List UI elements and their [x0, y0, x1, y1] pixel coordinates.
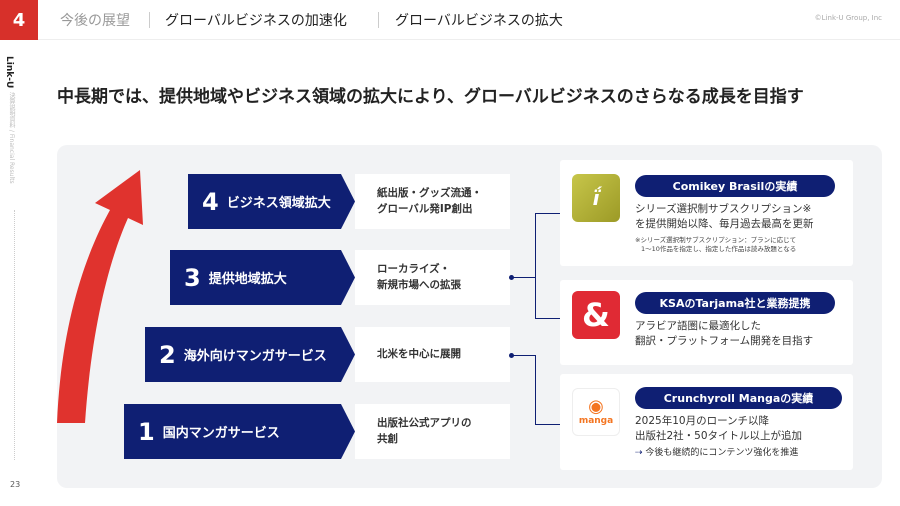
- desc-line: 共創: [377, 432, 398, 445]
- divider: [149, 12, 150, 28]
- breadcrumb-3: グローバルビジネスの拡大: [395, 13, 563, 29]
- note-line: 1〜10作品を指定し、指定した作品は読み放題となる: [641, 245, 797, 254]
- connector-dot: [509, 275, 514, 280]
- step-1-block: 1 国内マンガサービス: [124, 404, 355, 459]
- connector-line: [535, 424, 560, 425]
- card-title: Comikey Brasilの実績: [635, 175, 835, 197]
- brand-logo: Link-U: [4, 56, 14, 89]
- text-line: アラビア語圏に最適化した: [635, 320, 761, 332]
- comikey-logo-icon: ḯ: [572, 174, 620, 222]
- arrow-right-icon: ⇢: [635, 448, 646, 458]
- desc-line: ローカライズ・: [377, 262, 451, 275]
- text-line: 今後も継続的にコンテンツ強化を推進: [645, 448, 799, 458]
- step-label: 提供地域拡大: [208, 272, 287, 287]
- text-line: を提供開始以降、毎月過去最高を更新: [635, 218, 814, 231]
- divider: [378, 12, 379, 28]
- connector-line: [535, 213, 560, 214]
- doc-subtitle: 決算説明資料 / Financial Results: [8, 92, 15, 184]
- connector-line: [512, 277, 535, 278]
- desc-line: 出版社公式アプリの: [377, 416, 472, 429]
- crunchyroll-logo-icon: ◉manga: [572, 388, 620, 436]
- connector-line: [535, 213, 536, 319]
- step-3-block: 3 提供地域拡大: [170, 250, 355, 305]
- card-ksa-tarjama: & KSAのTarjama社と業務提携 アラビア語圏に最適化した翻訳・プラットフ…: [560, 280, 853, 365]
- dotted-divider: [14, 210, 15, 460]
- step-2-desc: 北米を中心に展開: [355, 327, 510, 382]
- text-line: シリーズ選択制サブスクリプション※: [635, 203, 812, 215]
- text-line: 翻訳・プラットフォーム開発を目指す: [635, 335, 814, 348]
- step-label: 国内マンガサービス: [162, 426, 280, 441]
- step-number: 1: [138, 417, 155, 446]
- connector-dot: [509, 353, 514, 358]
- growth-arrow-icon: [57, 170, 143, 423]
- section-number: 4: [0, 0, 38, 40]
- page-number: 23: [10, 480, 21, 489]
- step-label: 海外向けマンガサービス: [183, 349, 327, 364]
- card-title: Crunchyroll Mangaの実績: [635, 387, 842, 409]
- connector-line: [512, 355, 535, 356]
- step-number: 2: [159, 340, 176, 369]
- note-line: ※シリーズ選択制サブスクリプション：プランに応じて: [635, 236, 797, 244]
- breadcrumb-2: グローバルビジネスの加速化: [165, 13, 347, 29]
- desc-line: 紙出版・グッズ流通・: [377, 186, 482, 199]
- tarjama-logo-icon: &: [572, 291, 620, 339]
- step-2-block: 2 海外向けマンガサービス: [145, 327, 355, 382]
- card-text: アラビア語圏に最適化した翻訳・プラットフォーム開発を目指す: [635, 319, 813, 349]
- card-text: シリーズ選択制サブスクリプション※ を提供開始以降、毎月過去最高を更新: [635, 202, 814, 232]
- card-title: KSAのTarjama社と業務提携: [635, 292, 835, 314]
- copyright: ©Link-U Group, Inc: [814, 14, 882, 22]
- step-label: ビジネス領域拡大: [226, 196, 331, 211]
- desc-line: グローバル発IP創出: [377, 202, 473, 215]
- text-line: 2025年10月のローンチ以降: [635, 415, 770, 427]
- step-number: 3: [184, 263, 201, 292]
- text-line: 出版社2社・50タイトル以上が追加: [635, 430, 803, 443]
- header-bar: [0, 0, 900, 40]
- step-4-block: 4 ビジネス領域拡大: [188, 174, 355, 229]
- card-crunchyroll-manga: ◉manga Crunchyroll Mangaの実績 2025年10月のローン…: [560, 374, 853, 470]
- breadcrumb-1: 今後の展望: [60, 13, 130, 29]
- step-3-desc: ローカライズ・新規市場への拡張: [355, 250, 510, 305]
- step-4-desc: 紙出版・グッズ流通・グローバル発IP創出: [355, 174, 510, 229]
- page-title: 中長期では、提供地域やビジネス領域の拡大により、グローバルビジネスのさらなる成長…: [57, 87, 804, 107]
- card-text: 2025年10月のローンチ以降出版社2社・50タイトル以上が追加: [635, 414, 802, 444]
- step-1-desc: 出版社公式アプリの共創: [355, 404, 510, 459]
- connector-line: [535, 318, 560, 319]
- step-number: 4: [202, 187, 219, 216]
- card-comikey-brasil: ḯ Comikey Brasilの実績 シリーズ選択制サブスクリプション※ を提供…: [560, 160, 853, 266]
- connector-line: [535, 355, 536, 425]
- desc-line: 新規市場への拡張: [377, 278, 461, 291]
- desc-line: 北米を中心に展開: [377, 347, 461, 360]
- card-subnote: ⇢ 今後も継続的にコンテンツ強化を推進: [635, 447, 798, 460]
